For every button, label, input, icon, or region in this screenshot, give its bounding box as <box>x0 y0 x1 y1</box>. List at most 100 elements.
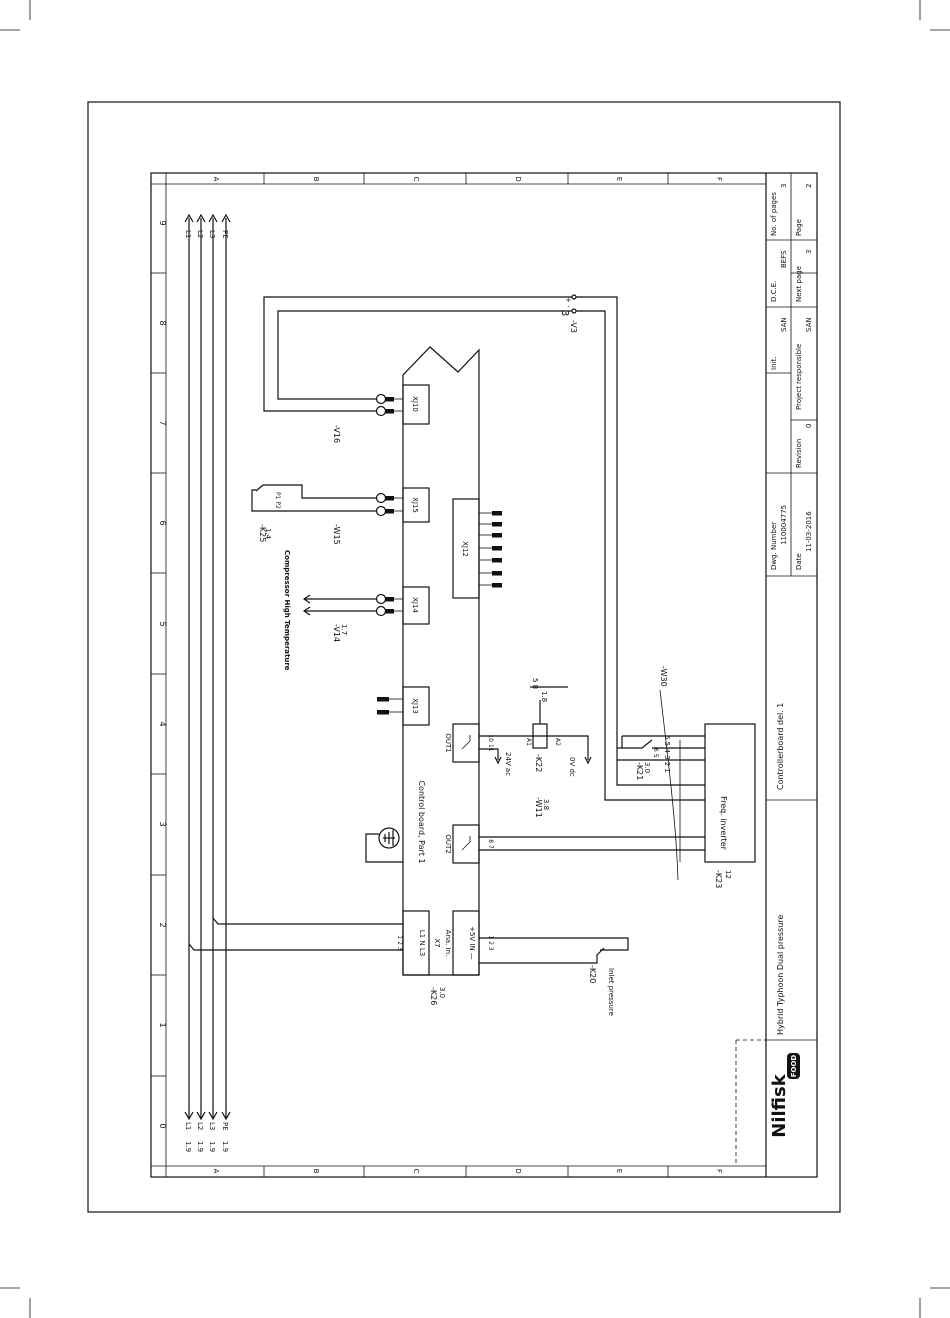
rail-label-l2-top: L2 <box>196 230 204 238</box>
k22-label: -K22 <box>534 754 543 772</box>
rail-label-l1-top: L1 <box>184 230 192 238</box>
col-f-bottom: F <box>715 1169 723 1173</box>
ana-in-terminal <box>452 910 480 976</box>
col-d-top: D <box>514 176 522 181</box>
page-value: 2 <box>805 184 813 188</box>
col-c-bottom: C <box>412 1169 420 1174</box>
connector-xj12: XJ12 <box>452 498 502 599</box>
v3-symbol: 3 <box>559 310 570 316</box>
k22-a1: A1 <box>525 738 532 746</box>
out1-block <box>452 723 480 763</box>
freq-inverter: Freq. inverter 6 5 4 3 2 1 <box>663 723 756 863</box>
dce-value: BEFS <box>780 250 788 268</box>
k21-label: -K21 <box>635 762 644 780</box>
row-5: 5 <box>158 621 167 626</box>
col-f-top: F <box>715 177 723 181</box>
compressor-label: Compressor High Temperature <box>283 550 291 671</box>
init-label: Init. <box>770 357 778 370</box>
col-e-bottom: E <box>615 1169 623 1173</box>
k22-ref: 5 8 <box>531 678 539 689</box>
control-board-label: Control board, Part 1 <box>417 780 426 863</box>
inverter-wiring <box>479 689 705 881</box>
xj12-label: XJ12 <box>461 541 469 557</box>
out2-contact <box>461 836 471 851</box>
pages-value: 3 <box>780 184 788 188</box>
rail-label-l1-bottom: L1 <box>184 1122 192 1130</box>
xj14-wiring <box>302 594 376 616</box>
next-page-label: Next page <box>795 266 803 302</box>
col-d-bottom: D <box>514 1168 522 1173</box>
v14-label: -V14 <box>332 624 341 642</box>
connector-xj15: XJ15 <box>375 487 430 523</box>
w11-label: -W11 <box>534 797 543 818</box>
ana-in-wiring <box>479 937 629 964</box>
col-a-top: A <box>212 177 220 182</box>
dce-label: D.C.E. <box>770 281 778 302</box>
k22-a2: A2 <box>554 738 561 746</box>
brand-tag-box <box>787 1053 800 1079</box>
out2-nums: 8 7 <box>487 839 494 849</box>
k20-label: -K20 <box>588 965 597 983</box>
row-markers: 9 8 7 6 5 4 3 2 1 0 <box>151 220 167 1129</box>
revision-label: Revision <box>795 439 803 468</box>
brand-logo: Nilfisk <box>769 1073 790 1137</box>
dwg-number: 110004775 <box>780 505 788 545</box>
out1-nums: 10 11 <box>487 734 494 751</box>
page-border <box>87 101 841 1213</box>
next-page-value: 3 <box>805 250 813 254</box>
k25-label: -K25 <box>258 524 267 542</box>
k22-relay <box>479 686 592 765</box>
k22-voltage-0v: 0V dc <box>568 757 576 777</box>
page-label: Page <box>795 219 803 236</box>
row-8: 8 <box>158 320 167 325</box>
x7-label: X7 <box>433 938 441 947</box>
out2-label: OUT2 <box>444 834 452 853</box>
rail-label-l2-bottom: L2 <box>196 1122 204 1130</box>
v3-label: -V3 <box>569 320 578 333</box>
k23-ref: 12 <box>724 870 732 879</box>
rail-ref-l2: 1.9 <box>196 1141 204 1152</box>
dwg-number-label: Dwg. Number <box>770 522 778 570</box>
control-board: Control board, Part 1 X7 L1 N L3 1 2 3 A… <box>365 346 494 976</box>
machine-name: Hybrid Typhoon Dual pressure <box>776 915 785 1035</box>
column-markers: A B C D E F A B C D E F <box>212 173 723 1177</box>
xj15-label: XJ15 <box>411 497 419 513</box>
k21-pins: 6 5 <box>652 748 659 758</box>
k26-ref: 3.0 <box>438 987 446 998</box>
row-7: 7 <box>158 420 167 425</box>
connector-xj13: XJ13 <box>377 686 430 726</box>
v14-ref: 1.7 <box>340 624 348 635</box>
rail-label-pe-bottom: PE <box>221 1122 229 1131</box>
ground-icon <box>365 827 403 863</box>
rail-label-l3-bottom: L3 <box>208 1122 216 1130</box>
rail-ref-l1: 1.9 <box>184 1141 192 1152</box>
col-c-top: C <box>412 177 420 182</box>
row-0: 0 <box>158 1123 167 1128</box>
x7-pins: L1 N L3 <box>418 930 426 956</box>
project-value: SAN <box>805 317 813 332</box>
rail-ref-l3: 1.9 <box>208 1141 216 1152</box>
title-block: Nilfisk FOOD Hybrid Typhoon Dual pressur… <box>735 173 817 1166</box>
col-b-bottom: B <box>312 1169 320 1174</box>
v3-pins: + - <box>564 297 572 308</box>
col-a-bottom: A <box>212 1169 220 1174</box>
ana-in-pins: +5V IN — <box>468 926 476 960</box>
xj10-wiring <box>263 294 668 801</box>
xj13-label: XJ13 <box>411 698 419 714</box>
x7-terminal <box>402 910 430 976</box>
k26-label: -K26 <box>429 987 438 1005</box>
w30-label: -W30 <box>659 666 668 687</box>
row-6: 6 <box>158 520 167 525</box>
w11-ref: 3.8 <box>542 799 550 810</box>
x7-nums: 1 2 3 <box>396 935 403 950</box>
k21-ref: 3.0 <box>643 762 651 773</box>
date-label: Date <box>795 553 803 570</box>
k23-label: -K23 <box>714 870 723 888</box>
init-value: SAN <box>780 317 788 332</box>
k22-voltage-24v: 24V ac <box>504 752 512 776</box>
connector-xj14: XJ14 <box>375 586 430 625</box>
x7-wiring <box>188 917 403 951</box>
w15-label: -W15 <box>332 524 341 545</box>
